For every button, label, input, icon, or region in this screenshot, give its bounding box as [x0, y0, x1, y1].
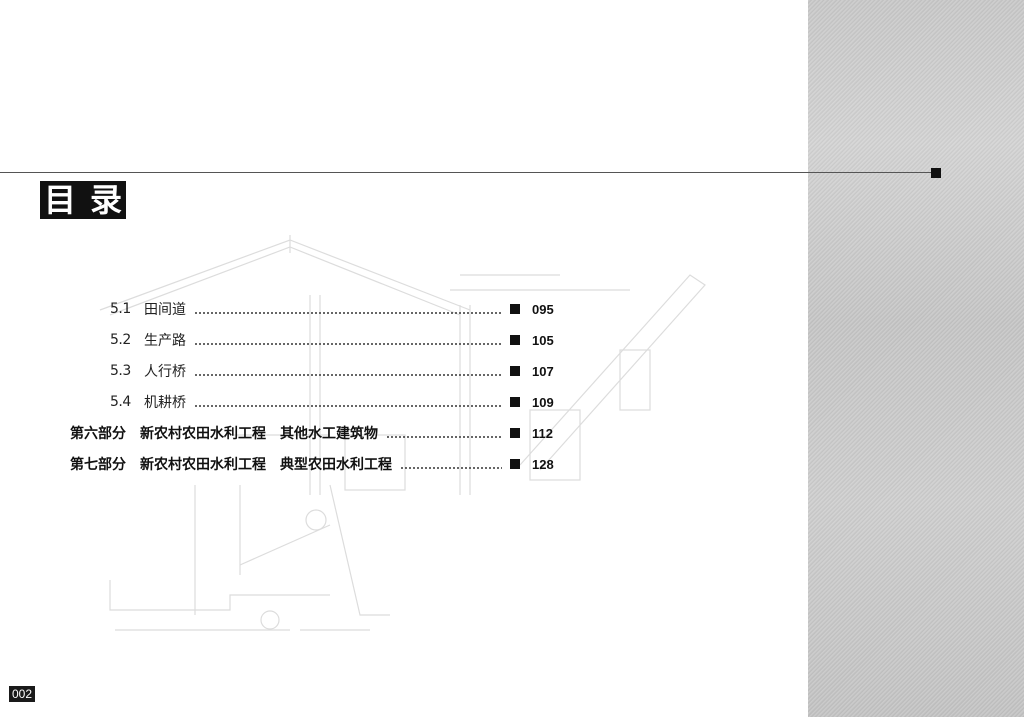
bullet-square-icon: [510, 335, 520, 345]
toc-entry-label: 第七部分新农村农田水利工程典型农田水利工程: [70, 454, 392, 474]
toc-entry-label: 生产路: [144, 333, 186, 349]
leader-dots: [194, 343, 502, 345]
bullet-square-icon: [510, 366, 520, 376]
toc-entry-label: 机耕桥: [144, 395, 186, 411]
rule-end-square-icon: [931, 168, 941, 178]
toc-entry-label: 人行桥: [144, 364, 186, 380]
series-label: 新农村农田水利工程: [140, 457, 266, 473]
toc-entry-label: 第六部分新农村农田水利工程其他水工建筑物: [70, 423, 378, 443]
toc-entry-5-1[interactable]: 5.1 田间道 095: [110, 298, 560, 320]
section-label: 典型农田水利工程: [280, 457, 392, 473]
toc-entry-part-6[interactable]: 第六部分新农村农田水利工程其他水工建筑物 112: [70, 422, 560, 444]
toc-entry-number: 5.4: [110, 394, 131, 410]
leader-dots: [194, 405, 502, 407]
toc-entry-5-2[interactable]: 5.2 生产路 105: [110, 329, 560, 351]
table-of-contents: 5.1 田间道 095 5.2 生产路 105 5.3 人行桥 107 5.4 …: [70, 298, 560, 475]
toc-entry-page: 109: [532, 394, 554, 410]
leader-dots: [194, 374, 502, 376]
toc-entry-5-4[interactable]: 5.4 机耕桥 109: [110, 391, 560, 413]
page-number: 002: [9, 686, 36, 702]
toc-entry-page: 128: [532, 456, 554, 472]
leader-dots: [400, 467, 502, 469]
section-label: 其他水工建筑物: [280, 426, 378, 442]
bullet-square-icon: [510, 304, 520, 314]
toc-entry-label: 田间道: [144, 302, 186, 318]
bullet-square-icon: [510, 459, 520, 469]
decorative-gray-band: [808, 0, 1024, 717]
part-label: 第七部分: [70, 457, 126, 473]
title-char-2: 录: [90, 181, 123, 219]
toc-entry-number: 5.3: [110, 363, 131, 379]
header-rule: [0, 172, 934, 173]
part-label: 第六部分: [70, 426, 126, 442]
toc-entry-page: 105: [532, 332, 554, 348]
title-char-1: 目: [44, 181, 77, 219]
toc-entry-page: 107: [532, 363, 554, 379]
toc-entry-number: 5.2: [110, 332, 131, 348]
leader-dots: [386, 436, 502, 438]
leader-dots: [194, 312, 502, 314]
page-title: 目 录: [40, 181, 127, 219]
toc-entry-number: 5.1: [110, 301, 131, 317]
bullet-square-icon: [510, 428, 520, 438]
toc-entry-part-7[interactable]: 第七部分新农村农田水利工程典型农田水利工程 128: [70, 453, 560, 475]
toc-entry-5-3[interactable]: 5.3 人行桥 107: [110, 360, 560, 382]
toc-entry-page: 112: [532, 425, 553, 441]
toc-entry-page: 095: [532, 301, 554, 317]
bullet-square-icon: [510, 397, 520, 407]
series-label: 新农村农田水利工程: [140, 426, 266, 442]
